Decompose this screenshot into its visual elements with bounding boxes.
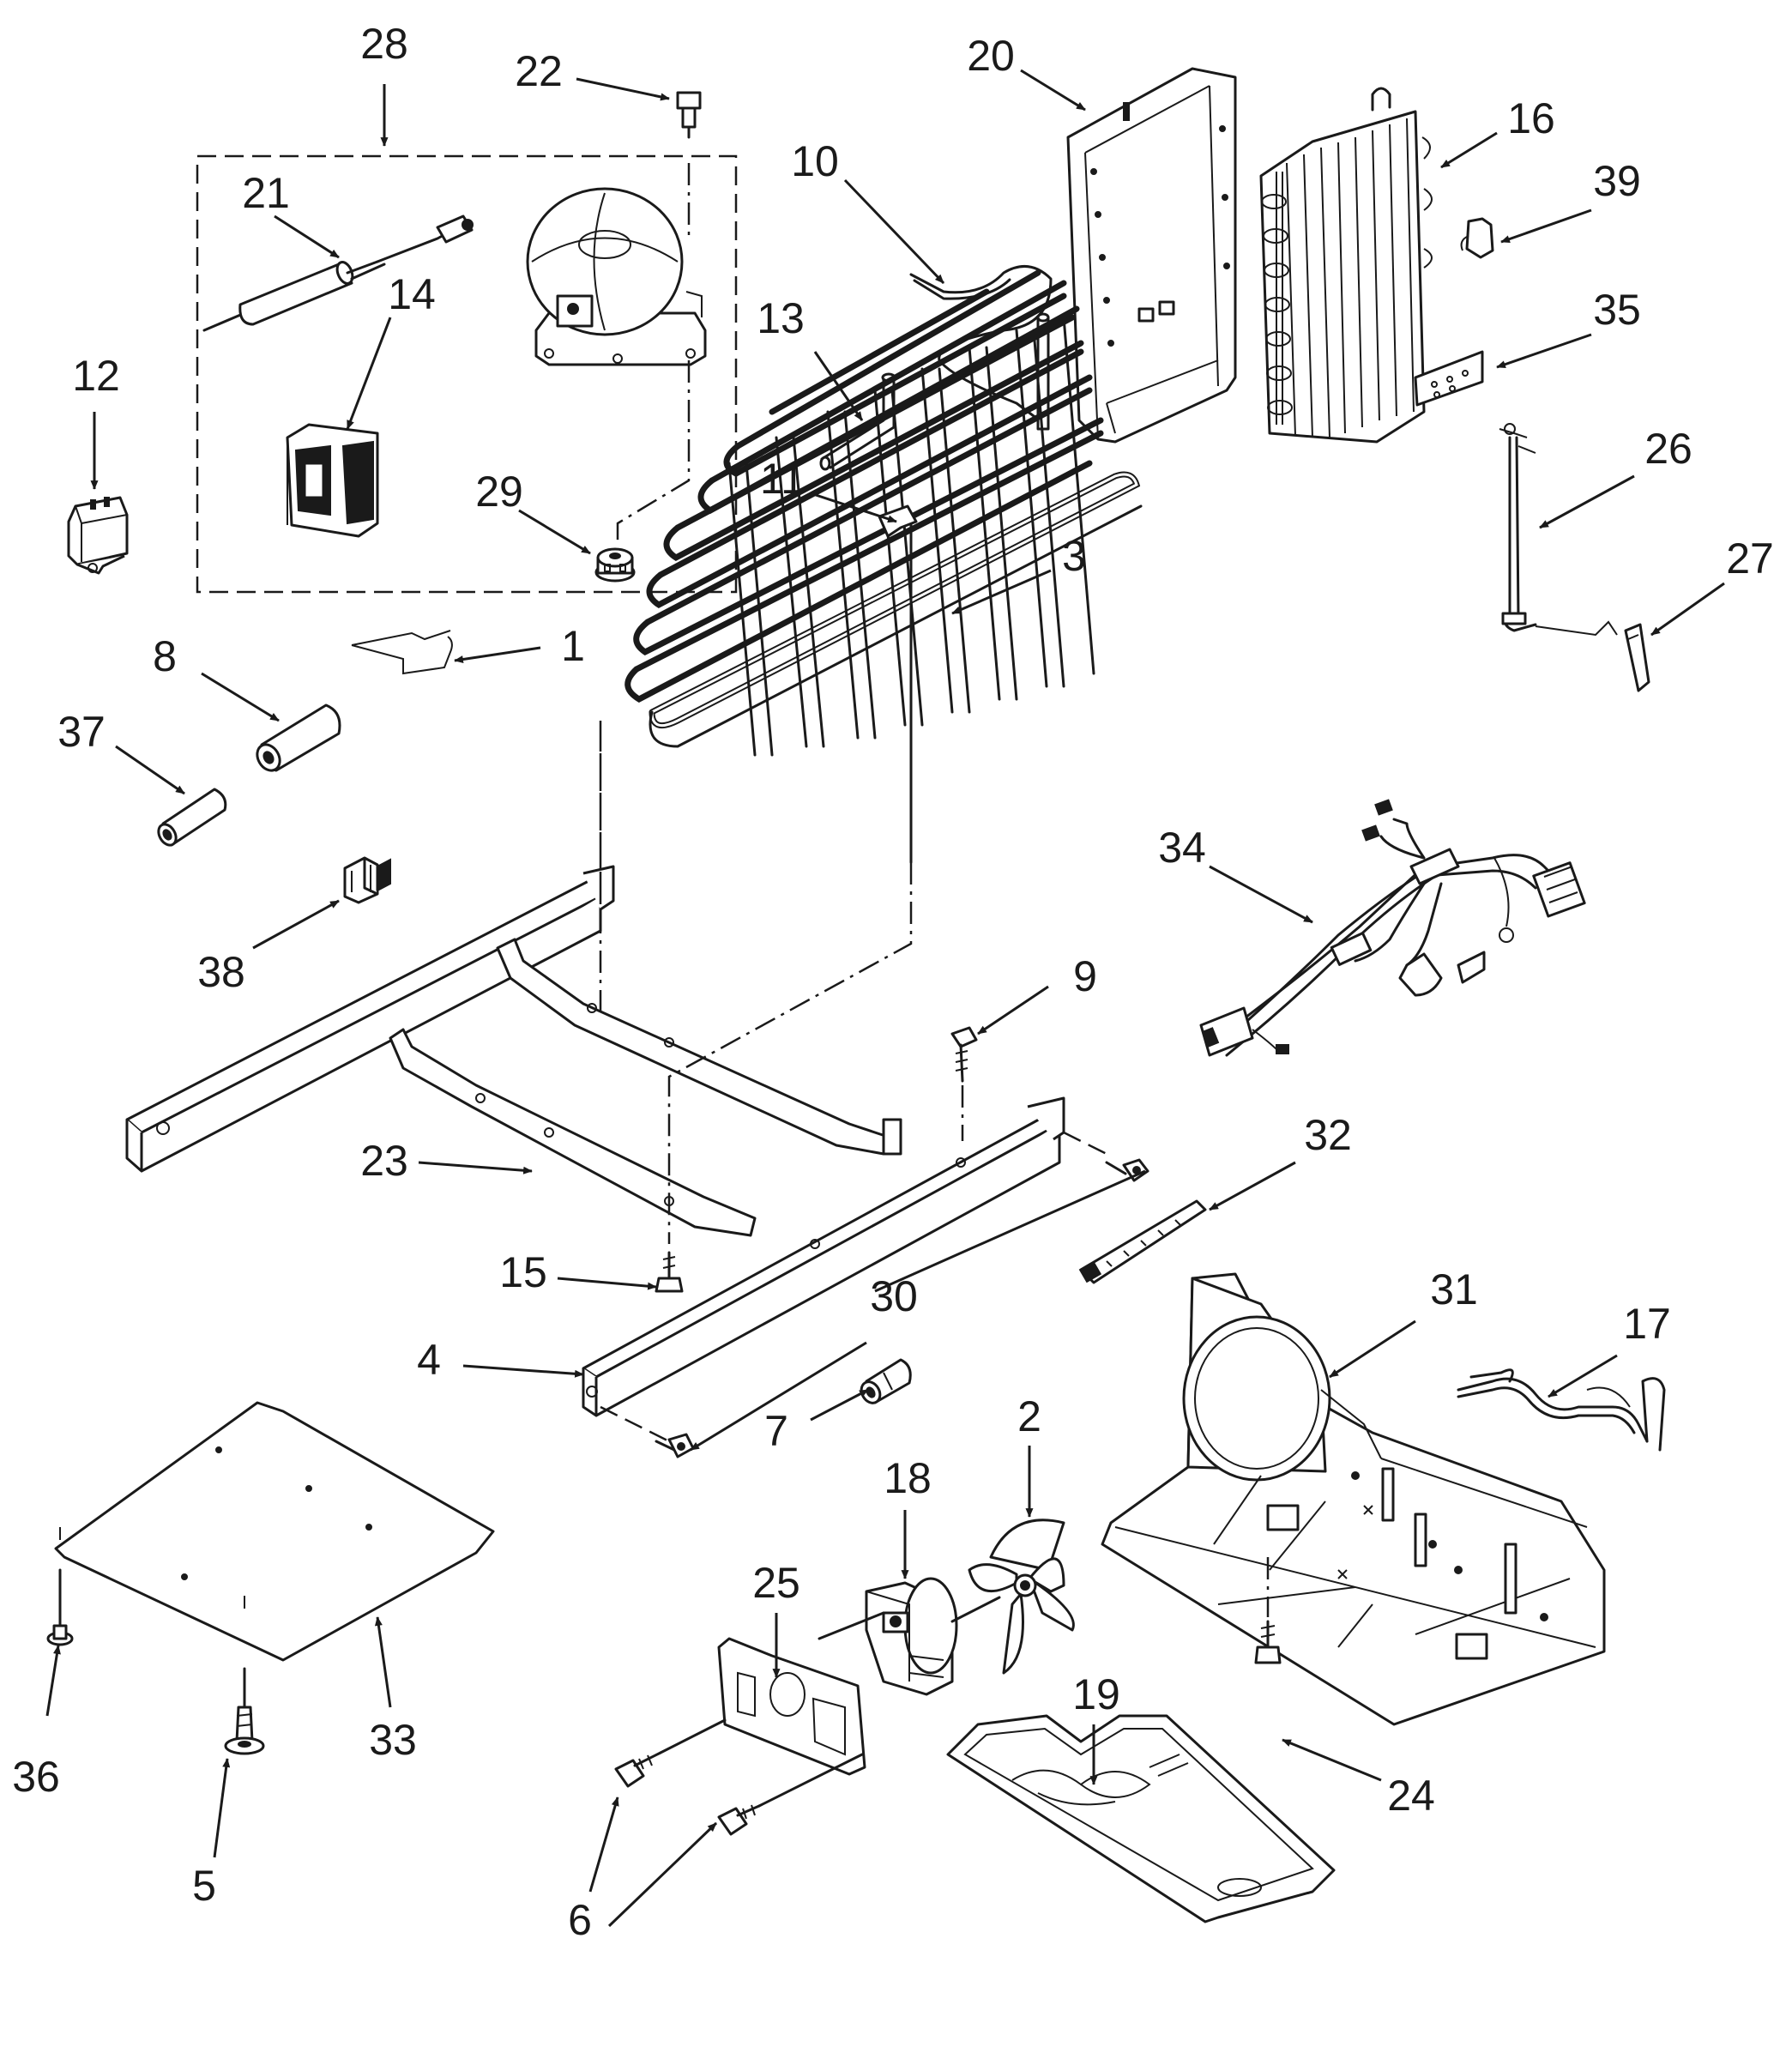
fan-motor-bracket[interactable] [717,1611,885,1776]
callout-6: 6 [568,1896,592,1944]
thermistor-bracket[interactable] [1624,623,1650,692]
condenser-fan-motor[interactable] [865,1577,1001,1696]
rail-screw-axis [1063,1131,1107,1156]
callout-39: 39 [1593,157,1641,205]
callout-23: 23 [360,1137,408,1185]
callout-37: 37 [57,708,106,756]
machine-compartment-cover[interactable] [54,1401,495,1662]
condenser-coil-grid[interactable] [624,269,1143,757]
cover-screw-small[interactable] [46,1568,74,1646]
callout-28: 28 [360,20,408,68]
compressor-relay[interactable] [286,423,379,538]
bracket-screw-upper[interactable] [614,1751,662,1788]
wire-clip[interactable] [351,630,453,675]
callout-7: 7 [764,1407,788,1455]
callout-21: 21 [242,169,290,217]
drain-heater-loop[interactable] [1457,1368,1666,1452]
callout-27: 27 [1726,534,1774,583]
callout-19: 19 [1072,1670,1120,1718]
callout-13: 13 [757,294,805,342]
compressor-kit-boundary [196,154,738,594]
wire-retainer[interactable] [343,856,391,904]
callout-38: 38 [197,948,245,996]
callout-9: 9 [1073,952,1097,1000]
callout-4: 4 [417,1336,441,1384]
machine-compartment-base[interactable] [1101,1272,1606,1726]
condenser-fan-blade[interactable] [968,1519,1075,1675]
base-screw[interactable] [1254,1620,1282,1664]
coil-cross-ribs [727,316,1095,757]
callout-labels: 28 22 21 14 12 29 20 16 39 35 26 27 10 1… [12,20,1774,1944]
compressor-grommet-axis [616,360,691,545]
mounting-screw-9[interactable] [950,1026,978,1083]
compressor-grommet[interactable] [594,547,636,583]
mounting-rail[interactable] [582,1096,1065,1417]
callout-34: 34 [1158,824,1206,872]
callout-2: 2 [1017,1392,1041,1440]
overload-protector[interactable] [67,496,129,575]
callout-26: 26 [1644,425,1692,473]
callout-32: 32 [1304,1111,1352,1159]
callout-31: 31 [1430,1265,1478,1313]
callout-15: 15 [499,1248,547,1296]
callout-10: 10 [791,137,839,185]
callout-18: 18 [884,1454,932,1502]
defrost-drain-pan[interactable] [946,1714,1336,1923]
defrost-thermistor-harness[interactable] [1499,423,1618,637]
cable-tie[interactable] [1078,1199,1207,1284]
callout-35: 35 [1593,286,1641,334]
callout-30-lower: 30 [870,1272,918,1320]
frame-axis-right [667,862,913,1244]
process-valve[interactable] [676,91,702,139]
tubing-clip[interactable] [1460,217,1494,259]
filter-drier[interactable] [202,214,474,332]
callout-12: 12 [72,352,120,400]
condenser[interactable] [1259,87,1433,444]
callout-24: 24 [1387,1772,1435,1820]
cover-screw-large[interactable] [224,1667,265,1755]
compressor[interactable] [526,187,707,366]
callout-17: 17 [1623,1300,1671,1348]
screw-6-axis-lower [757,1753,864,1808]
tube-grommet-large[interactable] [253,703,341,775]
screw-6-axis-upper [659,1718,727,1754]
callout-29: 29 [475,468,523,516]
coil-clip[interactable] [878,504,918,864]
rail-screw-axis-2 [600,1405,670,1443]
leader-lines [45,69,1725,1928]
tube-grommet-small[interactable] [155,788,227,848]
callout-16: 16 [1507,94,1555,142]
callout-1: 1 [561,622,585,670]
callout-14: 14 [388,270,436,318]
power-cord-harness[interactable] [1199,799,1586,1057]
callout-20: 20 [967,32,1015,80]
compressor-mounting-frame[interactable] [125,865,902,1237]
callout-5: 5 [192,1862,216,1910]
callout-11: 11 [760,455,805,503]
vibration-grommet[interactable] [858,1358,912,1406]
callout-3: 3 [1062,532,1086,580]
condenser-shroud[interactable] [1066,67,1237,444]
callout-25: 25 [752,1559,800,1607]
rail-screw-upper[interactable] [1105,1158,1149,1182]
callout-22: 22 [515,47,563,95]
insulation-pad[interactable] [1414,350,1484,407]
frame-screw[interactable] [655,1251,684,1293]
callout-33: 33 [369,1716,417,1764]
callout-8: 8 [153,632,177,680]
bracket-screw-lower[interactable] [717,1804,761,1836]
callout-36: 36 [12,1753,60,1801]
